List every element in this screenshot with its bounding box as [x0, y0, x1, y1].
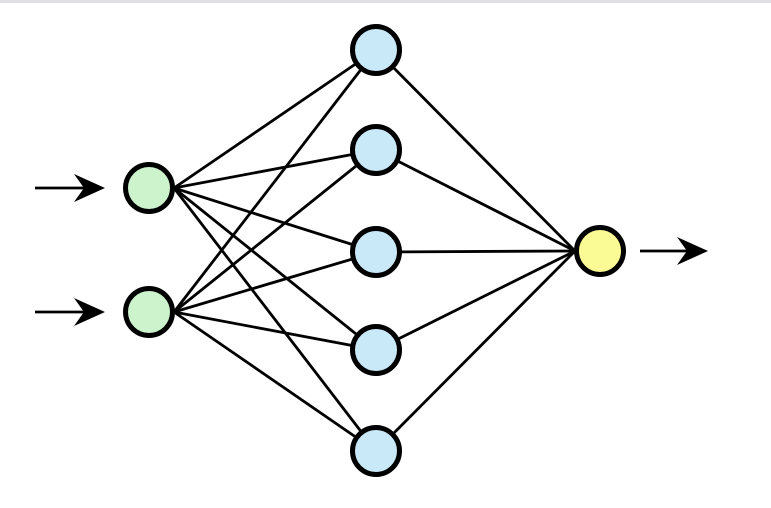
edge-10: [173, 310, 377, 453]
edge-4: [173, 186, 377, 352]
hidden-node-3: [350, 226, 402, 278]
output-arrow-head-icon: [677, 237, 708, 265]
edge-7: [173, 148, 377, 314]
edge-8: [173, 250, 377, 314]
input-node-2: [123, 286, 175, 338]
edge-9: [173, 310, 377, 352]
edge-14: [375, 249, 576, 352]
input-arrow-2-head-icon: [74, 298, 105, 326]
input-node-1: [123, 162, 175, 214]
edge-2: [173, 148, 377, 190]
input-arrow-1-head-icon: [74, 174, 105, 202]
hidden-node-5: [350, 425, 402, 477]
output-node-1: [574, 225, 626, 277]
edge-3: [173, 186, 377, 254]
edge-6: [172, 49, 378, 313]
hidden-node-2: [350, 124, 402, 176]
edge-13: [375, 249, 576, 254]
hidden-node-4: [350, 324, 402, 376]
edge-1: [173, 48, 377, 190]
edge-11: [375, 49, 576, 252]
edge-5: [172, 187, 378, 452]
edge-15: [375, 250, 576, 452]
window-top-strip: [0, 0, 771, 3]
edge-12: [375, 148, 576, 253]
hidden-node-1: [350, 24, 402, 76]
